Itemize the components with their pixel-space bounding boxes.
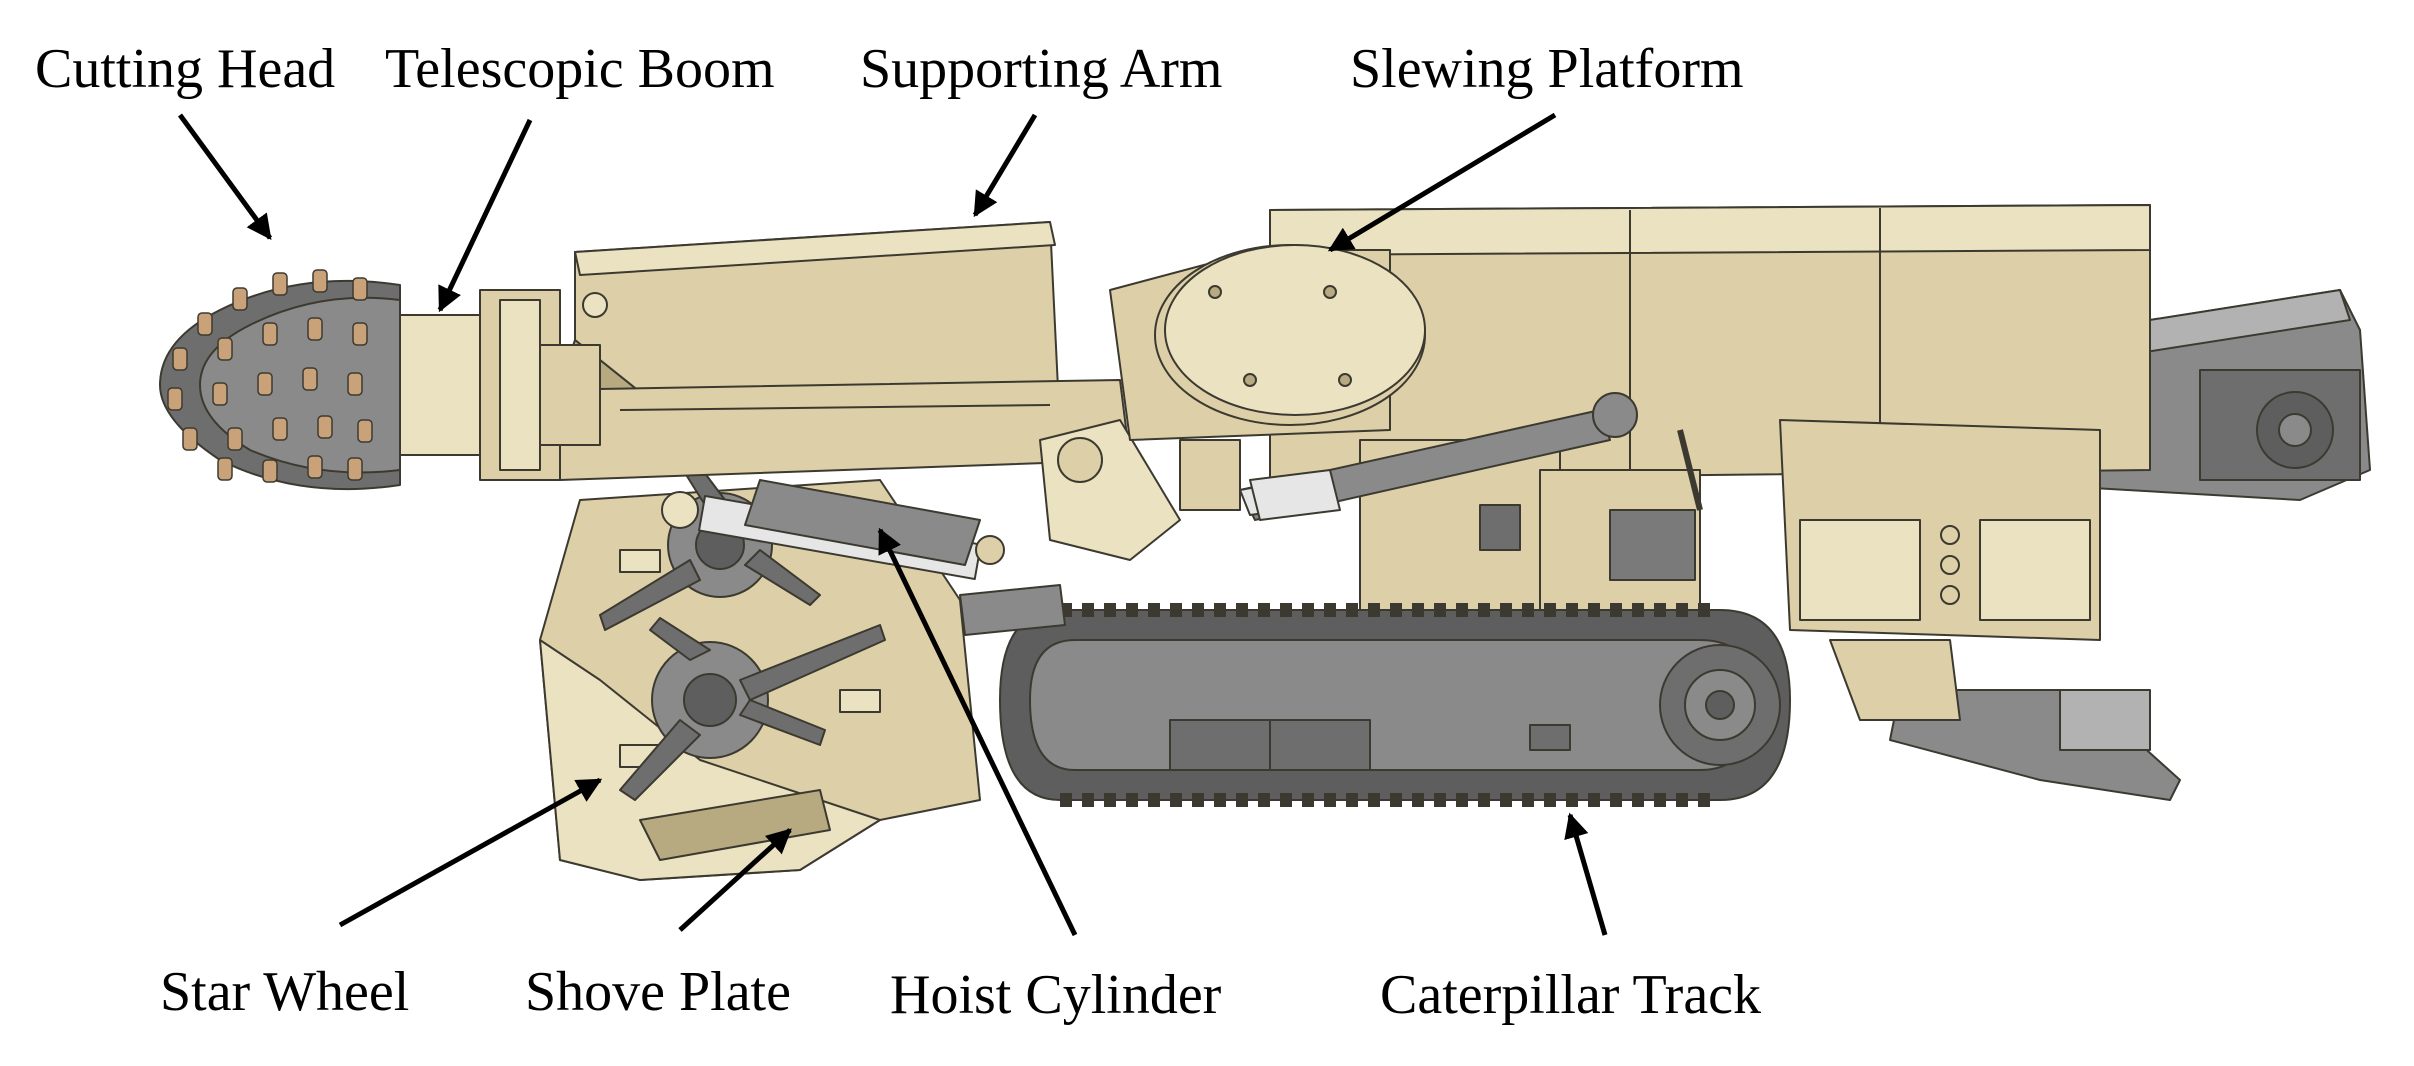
arrow-cutting-head	[177, 113, 273, 241]
rear-support-leg	[1889, 689, 2181, 801]
cutting-pick	[232, 287, 248, 311]
arrow-telescopic-boom	[437, 118, 533, 313]
cutting-head-drawing	[159, 269, 401, 491]
cutting-pick	[357, 419, 373, 443]
cutting-pick	[227, 427, 243, 451]
cutting-pick	[257, 372, 273, 396]
arrow-shove-plate	[678, 828, 792, 932]
cutting-pick	[172, 347, 188, 371]
label-telescopic-boom: Telescopic Boom	[385, 38, 775, 100]
cutting-pick	[262, 459, 278, 483]
cutting-pick	[272, 417, 288, 441]
arrow-star-wheel	[338, 777, 603, 928]
star-wheel-lower	[619, 617, 886, 801]
cutting-pick	[307, 455, 323, 479]
arrow-slewing-platform	[1327, 112, 1557, 253]
caterpillar-track-drawing	[999, 603, 1791, 807]
cutting-pick	[312, 269, 328, 293]
labels: Cutting Head Telescopic Boom Supporting …	[35, 38, 1761, 1026]
cutting-pick	[347, 372, 363, 396]
cutting-pick	[352, 277, 368, 301]
main-body	[1269, 204, 2151, 721]
label-shove-plate: Shove Plate	[525, 961, 791, 1023]
cutting-pick	[167, 387, 183, 411]
cutting-pick	[302, 367, 318, 391]
slewing-platform-drawing	[1109, 244, 1426, 521]
cutting-pick	[212, 382, 228, 406]
cutting-pick	[317, 415, 333, 439]
telescopic-boom-drawing	[399, 289, 601, 481]
label-caterpillar-track: Caterpillar Track	[1380, 964, 1761, 1026]
label-hoist-cylinder: Hoist Cylinder	[890, 964, 1222, 1026]
cutting-pick	[307, 317, 323, 341]
cutting-pick	[262, 322, 278, 346]
label-star-wheel: Star Wheel	[160, 961, 409, 1023]
annotation-arrows	[177, 112, 1608, 937]
arrow-supporting-arm	[972, 113, 1038, 218]
cutting-pick	[217, 457, 233, 481]
cutting-pick	[352, 322, 368, 346]
label-slewing-platform: Slewing Platform	[1350, 38, 1744, 100]
supporting-arm-drawing	[539, 221, 1181, 561]
label-cutting-head: Cutting Head	[35, 38, 335, 100]
cutting-pick	[197, 312, 213, 336]
cutting-pick	[272, 272, 288, 296]
label-supporting-arm: Supporting Arm	[860, 38, 1222, 100]
cutting-pick	[347, 457, 363, 481]
cutting-pick	[182, 427, 198, 451]
arrow-hoist-cylinder	[877, 527, 1078, 937]
arrow-caterpillar-track	[1564, 812, 1608, 936]
cutting-pick	[217, 337, 233, 361]
